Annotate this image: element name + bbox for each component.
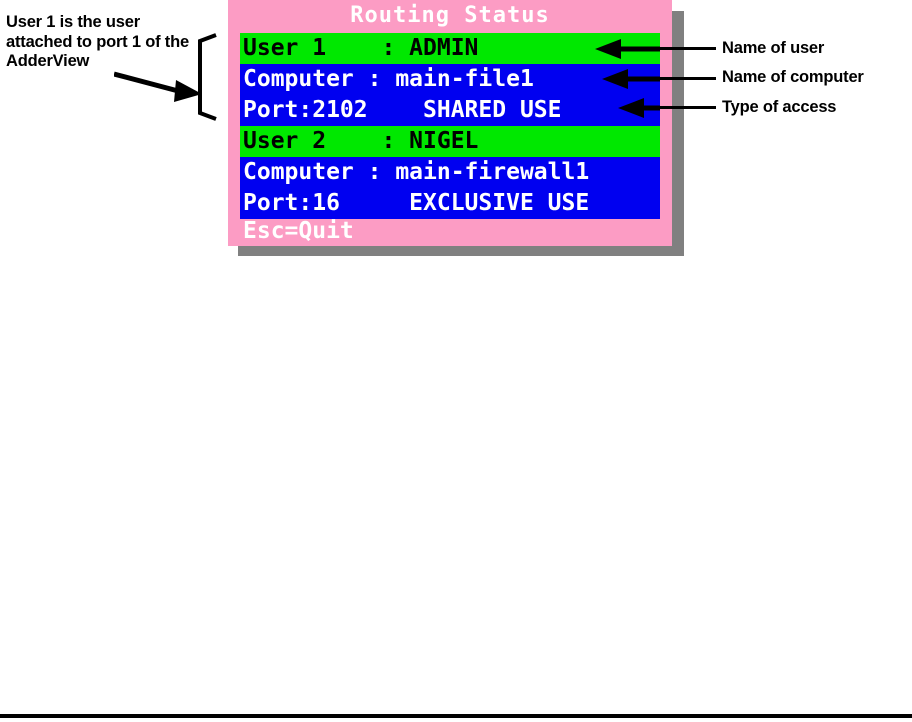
label-type-of-access: Type of access [722, 98, 837, 116]
user-row-text: User 2 : NIGEL [243, 128, 479, 154]
user-row[interactable]: User 1 : ADMIN [240, 33, 660, 64]
routing-status-osd-panel: Routing Status User 1 : ADMIN Computer :… [228, 0, 672, 246]
callout-line-access [660, 106, 716, 109]
left-annotation-note: User 1 is the user attached to port 1 of… [6, 13, 189, 70]
entry-group-bracket-icon [198, 33, 217, 121]
callout-line-computer [660, 77, 716, 80]
port-access-row-text: Port:16 EXCLUSIVE USE [243, 190, 590, 216]
user-row-text: User 1 : ADMIN [243, 35, 479, 61]
callout-line-user [660, 47, 716, 50]
osd-title: Routing Status [350, 3, 550, 28]
port-access-row[interactable]: Port:2102 SHARED USE [240, 95, 660, 126]
computer-row-text: Computer : main-firewall1 [243, 159, 590, 185]
port-access-row[interactable]: Port:16 EXCLUSIVE USE [240, 188, 660, 219]
left-pointer-arrow-icon [114, 71, 202, 102]
routing-entries-list: User 1 : ADMIN Computer : main-file1 Por… [240, 33, 660, 219]
label-name-of-user: Name of user [722, 39, 825, 57]
label-name-of-computer: Name of computer [722, 68, 864, 86]
port-access-row-text: Port:2102 SHARED USE [243, 97, 562, 123]
user-row[interactable]: User 2 : NIGEL [240, 126, 660, 157]
computer-row[interactable]: Computer : main-firewall1 [240, 157, 660, 188]
computer-row-text: Computer : main-file1 [243, 66, 534, 92]
page-bottom-rule [0, 714, 912, 718]
osd-footer-esc-quit[interactable]: Esc=Quit [243, 218, 354, 244]
computer-row[interactable]: Computer : main-file1 [240, 64, 660, 95]
